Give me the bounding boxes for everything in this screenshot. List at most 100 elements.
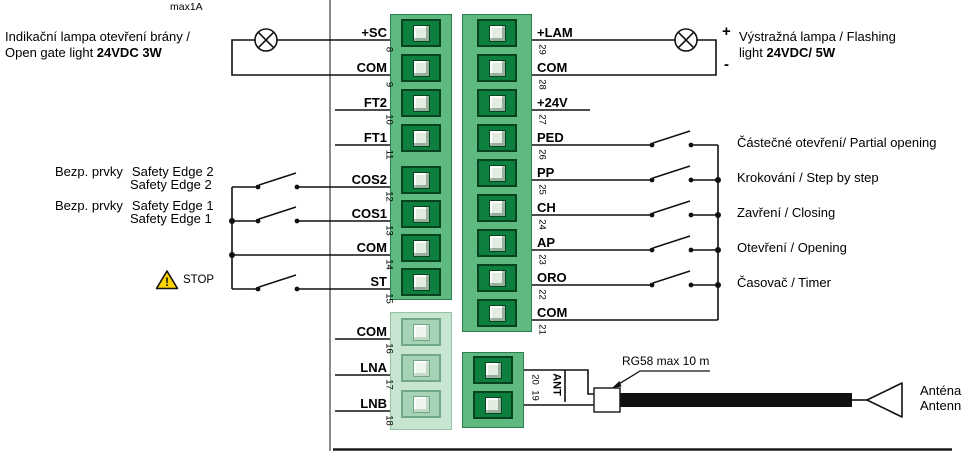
function-label-partial-opening: Částečné otevření/ Partial opening xyxy=(737,135,937,150)
terminal-connector xyxy=(477,19,517,47)
max-current-note: max1A xyxy=(170,1,203,13)
pin-number: 28 xyxy=(536,79,548,90)
terminal-screw xyxy=(488,304,506,322)
terminal-screw xyxy=(412,59,430,77)
terminal-connector xyxy=(401,234,441,262)
polarity-plus: + xyxy=(722,23,731,40)
cable-leader-arrow-icon xyxy=(612,370,710,388)
terminal-screw xyxy=(484,361,502,379)
terminal-screw xyxy=(412,359,430,377)
pin-number: 29 xyxy=(536,44,548,55)
terminal-connector xyxy=(401,54,441,82)
terminal-connector xyxy=(401,200,441,228)
terminal-label: COM xyxy=(356,60,387,75)
pin-number: 19 xyxy=(529,390,541,401)
pin-number: 8 xyxy=(383,46,395,53)
flashing-note-rating: 24VDC/ 5W xyxy=(766,45,836,60)
pin-number: 14 xyxy=(383,259,395,270)
terminal-connector xyxy=(401,19,441,47)
open-gate-note-line2: Open gate light 24VDC 3W xyxy=(5,45,162,60)
terminal-screw xyxy=(488,129,506,147)
terminal-connector xyxy=(477,54,517,82)
flashing-note-line2: light 24VDC/ 5W xyxy=(739,45,835,60)
terminal-screw xyxy=(412,129,430,147)
pin-number: 23 xyxy=(536,254,548,265)
safety-edge2-line2: Safety Edge 2 xyxy=(130,177,212,192)
pin-number: 13 xyxy=(383,225,395,236)
open-gate-note-text: Open gate light xyxy=(5,45,97,60)
flashing-lamp-icon xyxy=(674,28,698,52)
function-label-timer: Časovač / Timer xyxy=(737,275,831,290)
pin-number: 17 xyxy=(383,379,395,390)
terminal-connector xyxy=(473,391,513,419)
terminal-connector xyxy=(401,124,441,152)
terminal-connector xyxy=(477,89,517,117)
terminal-connector xyxy=(401,89,441,117)
pin-number: 18 xyxy=(383,415,395,426)
terminal-screw xyxy=(488,59,506,77)
coax-cable-note: RG58 max 10 m xyxy=(622,354,710,368)
terminal-label: +LAM xyxy=(537,25,573,40)
pin-number: 27 xyxy=(536,114,548,125)
terminal-label: COM xyxy=(356,324,387,339)
flashing-note-line1: Výstražná lampa / Flashing xyxy=(739,29,896,44)
pin-number: 9 xyxy=(383,81,395,88)
terminal-screw xyxy=(412,171,430,189)
pin-number: 11 xyxy=(383,149,395,160)
pin-number: 21 xyxy=(536,324,548,335)
terminal-label: COS1 xyxy=(351,206,387,221)
terminal-label: FT2 xyxy=(363,95,387,110)
antenna-name-line1: Anténa xyxy=(920,383,962,398)
polarity-minus: - xyxy=(724,56,729,73)
flashing-note-text: light xyxy=(739,45,767,60)
coax-cable-icon xyxy=(593,382,903,418)
terminal-label: COM xyxy=(537,60,568,75)
terminal-screw xyxy=(412,395,430,413)
open-gate-lamp-icon xyxy=(254,28,278,52)
function-label-opening: Otevření / Opening xyxy=(737,240,847,255)
terminal-label: COS2 xyxy=(351,172,387,187)
open-gate-note-rating: 24VDC 3W xyxy=(96,45,162,60)
terminal-connector xyxy=(401,390,441,418)
terminal-connector xyxy=(401,166,441,194)
terminal-screw xyxy=(488,94,506,112)
stop-warning-icon: ! xyxy=(155,270,179,290)
terminal-label: PED xyxy=(537,130,564,145)
antenna-horn-icon xyxy=(866,382,903,418)
terminal-label: LNB xyxy=(360,396,387,411)
terminal-screw xyxy=(412,323,430,341)
antenna-name-line2: Antenn xyxy=(920,398,962,413)
pin-number: 24 xyxy=(536,219,548,230)
terminal-connector xyxy=(401,318,441,346)
terminal-screw xyxy=(412,239,430,257)
terminal-screw xyxy=(488,164,506,182)
terminal-screw xyxy=(412,94,430,112)
terminal-label: LNA xyxy=(360,360,387,375)
terminal-label: CH xyxy=(537,200,556,215)
terminal-label: AP xyxy=(537,235,556,250)
function-label-step-by-step: Krokování / Step by step xyxy=(737,170,879,185)
pin-number: 12 xyxy=(383,191,395,202)
terminal-label: ORO xyxy=(537,270,567,285)
terminal-screw xyxy=(484,396,502,414)
terminal-connector xyxy=(401,354,441,382)
safety-edge1-prefix: Bezp. prvky xyxy=(55,198,123,213)
antenna-terminal-label: ANT xyxy=(550,373,563,396)
terminal-screw xyxy=(488,234,506,252)
pin-number: 25 xyxy=(536,184,548,195)
terminal-label: COM xyxy=(537,305,568,320)
safety-edge2-name: Safety Edge 2 xyxy=(131,164,214,179)
terminal-connector xyxy=(401,268,441,296)
pin-number: 16 xyxy=(383,343,395,354)
terminal-label: ST xyxy=(370,274,387,289)
terminal-connector xyxy=(477,264,517,292)
terminal-screw xyxy=(488,269,506,287)
terminal-connector xyxy=(477,229,517,257)
terminal-screw xyxy=(412,205,430,223)
terminal-screw xyxy=(412,24,430,42)
terminal-screw xyxy=(488,199,506,217)
terminal-connector xyxy=(477,124,517,152)
